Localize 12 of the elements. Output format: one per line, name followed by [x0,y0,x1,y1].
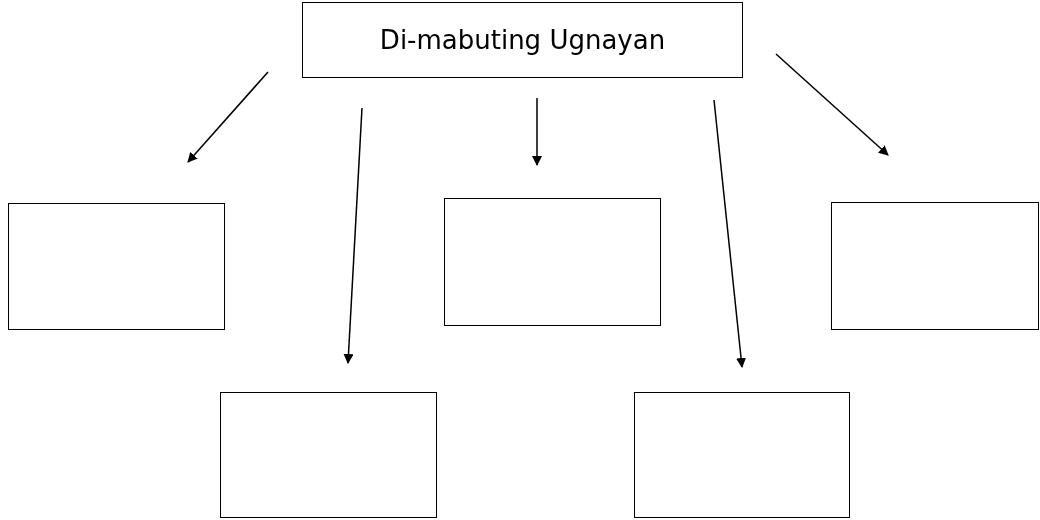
arrow [343,107,363,364]
empty-box [8,203,225,330]
arrow [187,71,269,163]
empty-box [220,392,437,518]
box-title: Di-mabuting Ugnayan [379,23,666,57]
arrow [775,53,889,156]
empty-box [634,392,850,518]
arrow [532,97,542,166]
empty-box [831,202,1039,330]
arrow [713,99,747,368]
title-box [302,2,743,78]
empty-box [444,198,661,326]
